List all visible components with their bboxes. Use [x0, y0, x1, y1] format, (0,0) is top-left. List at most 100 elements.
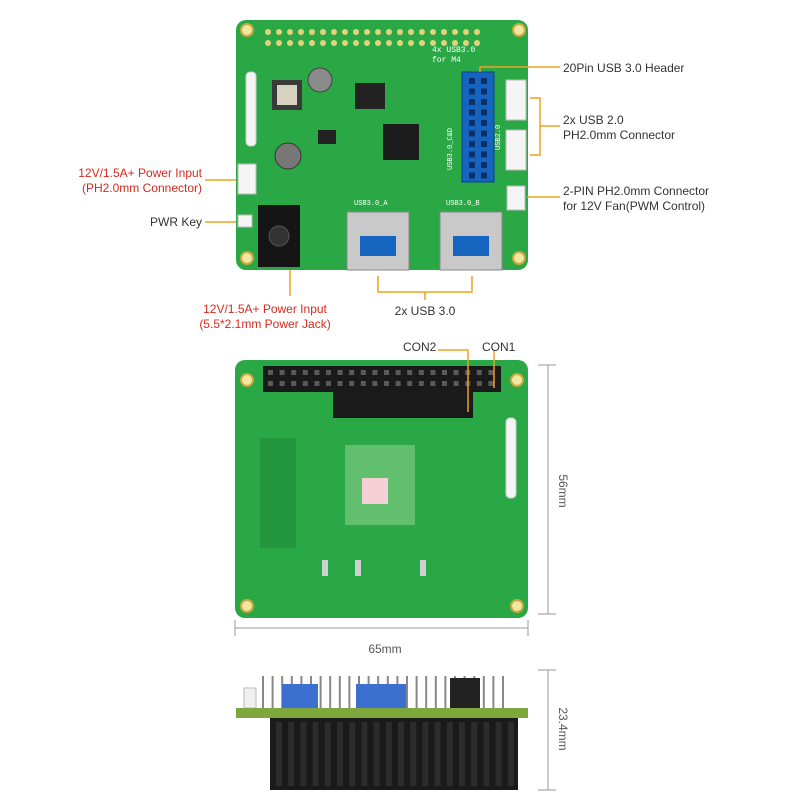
side-gpio-pin: [398, 722, 404, 786]
gpio-hole: [302, 370, 308, 375]
gpio-hole: [360, 370, 366, 375]
side-gpio-pin: [385, 722, 392, 786]
side-gpio-pin: [276, 722, 282, 786]
silk-usb2: USB2.0: [495, 125, 503, 150]
side-pin: [434, 676, 437, 708]
gpio-hole: [476, 370, 482, 375]
gpio-hole: [395, 381, 401, 386]
mounting-hole: [510, 373, 524, 387]
header-pin: [469, 120, 475, 126]
gpio-pad: [298, 29, 304, 35]
side-gpio-header: [270, 718, 518, 790]
gpio-pad: [298, 40, 304, 46]
side-pin: [338, 676, 341, 708]
gpio-hole: [372, 381, 378, 386]
header-pin: [481, 120, 487, 126]
gpio-pad: [276, 40, 282, 46]
side-pin: [492, 676, 495, 708]
header-pin: [481, 172, 487, 179]
side-pin: [262, 676, 264, 708]
pwr-key: [237, 214, 253, 228]
callout-fan-line1: 2-PIN PH2.0mm Connector: [563, 184, 710, 198]
header-pin: [481, 88, 487, 95]
gpio-pad: [441, 40, 447, 46]
callout-power-ph-line1: 12V/1.5A+ Power Input: [78, 166, 202, 180]
callout-fan-line2: for 12V Fan(PWM Control): [563, 199, 706, 213]
gpio-hole: [291, 381, 297, 386]
callout-usb2-line2: PH2.0mm Connector: [563, 128, 676, 142]
usb3-20pin-header: [461, 71, 495, 183]
gpio-pad: [463, 40, 469, 46]
gpio-pad: [265, 40, 271, 46]
gpio-pad: [408, 29, 414, 35]
gpio-hole: [337, 370, 343, 375]
header-pin: [481, 99, 487, 105]
header-pin: [469, 78, 475, 84]
side-gpio-pin: [324, 722, 331, 786]
gpio-pad: [386, 29, 392, 35]
gpio-hole: [395, 370, 401, 375]
gpio-pad: [397, 40, 403, 46]
usb2-ph-connector-1: [505, 79, 527, 121]
gpio-pad: [276, 29, 282, 35]
header-pin: [469, 99, 475, 105]
dimension-lines: [234, 364, 556, 791]
mounting-hole: [240, 373, 254, 387]
gpio-pad: [353, 40, 359, 46]
callout-header20: 20Pin USB 3.0 Header: [563, 61, 685, 75]
side-pin: [319, 676, 322, 708]
fan-connector: [506, 185, 526, 211]
side-gpio-pin: [337, 722, 343, 786]
gpio-hole: [430, 381, 436, 386]
pcb-slot: [245, 71, 257, 147]
capacitor: [274, 142, 302, 170]
usb3-port-a-tongue: [360, 236, 396, 256]
gpio-connector-con2: [333, 390, 473, 418]
gpio-pad: [320, 40, 326, 46]
pcb-slot: [505, 417, 517, 499]
gpio-hole: [314, 370, 320, 375]
side-gpio-pin: [459, 722, 465, 786]
gpio-pad: [287, 29, 293, 35]
pin-label-block: [260, 438, 296, 548]
header-pin: [469, 130, 475, 137]
callout-pwr-key: PWR Key: [149, 215, 202, 229]
gpio-connector-con1: [263, 366, 501, 392]
gpio-hole: [442, 381, 447, 386]
gpio-pad: [430, 40, 436, 46]
dim-depth-label: 23.4mm: [556, 707, 570, 751]
gpio-pad: [331, 29, 337, 35]
power-jack-hole: [268, 225, 290, 247]
dim-width-label: 65mm: [368, 642, 402, 656]
side-pin: [329, 676, 332, 708]
gpio-hole: [453, 381, 459, 386]
side-gpio-pin: [495, 722, 502, 786]
gpio-hole: [442, 370, 447, 375]
silk-header-line: for M4: [432, 56, 461, 65]
silk-usb3-a: USB3.0_A: [354, 200, 388, 208]
side-gpio-pin: [300, 722, 307, 786]
gpio-pad: [386, 40, 392, 46]
side-pin: [348, 676, 351, 708]
gpio-hole: [291, 370, 297, 375]
callout-power-jack-line2: (5.5*2.1mm Power Jack): [199, 317, 331, 331]
usb-hub-chip: [383, 124, 419, 160]
gpio-pad: [375, 29, 381, 35]
gpio-hole: [279, 381, 285, 386]
side-gpio-pin: [471, 722, 478, 786]
ic-chip: [355, 83, 385, 109]
callout-usb3: 2x USB 3.0: [394, 304, 456, 318]
header-pin: [481, 162, 487, 168]
callout-usb2-line1: 2x USB 2.0: [563, 113, 624, 127]
gpio-hole: [488, 370, 494, 375]
gpio-hole: [337, 381, 343, 386]
mounting-hole: [510, 599, 524, 613]
gpio-pad: [309, 29, 315, 35]
mounting-hole: [240, 599, 254, 613]
side-pcb: [236, 708, 528, 718]
side-pin: [415, 676, 418, 708]
side-power-jack: [450, 678, 480, 708]
gpio-pad: [364, 29, 370, 35]
inductor-top: [277, 85, 297, 105]
